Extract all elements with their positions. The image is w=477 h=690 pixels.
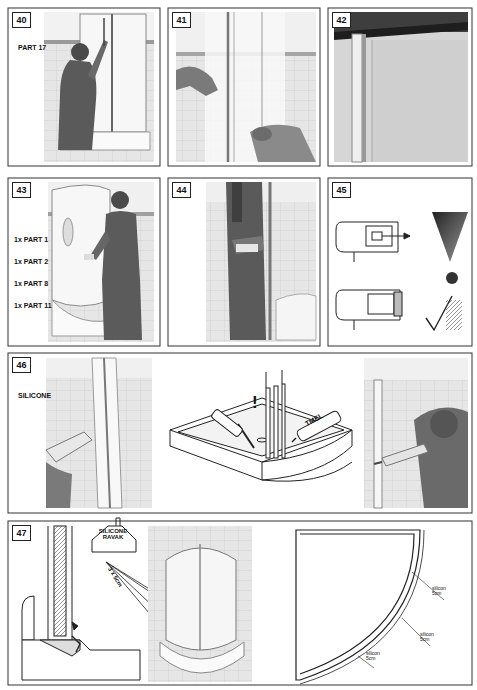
step-number-box: 45 [332, 182, 351, 198]
annotation-label: SILICONE RAVAK [90, 528, 136, 541]
photo-46-left [46, 358, 152, 508]
panel-frames [8, 8, 472, 685]
annotation-label: SILICONE [18, 392, 51, 399]
annotation-label: ! [252, 394, 258, 412]
profile-diagram-45 [336, 212, 468, 330]
tray-silicone-diagram [170, 370, 352, 481]
photo-47 [148, 526, 252, 682]
photo-46-right [364, 358, 468, 508]
step-number: 47 [16, 529, 26, 538]
step-number-box: 42 [332, 12, 351, 28]
photo-44 [206, 182, 316, 342]
step-number-box: 47 [12, 525, 31, 541]
annotation-label: 1x PART 2 [14, 258, 48, 265]
step-number-box: 40 [12, 12, 31, 28]
annotation-label: silicon 5cm [420, 632, 444, 643]
annotation-label: 1x PART 1 [14, 236, 48, 243]
photo-40 [44, 12, 154, 162]
step-number-box: 46 [12, 357, 31, 373]
annotation-label: PART 17 [18, 44, 46, 51]
annotation-label: 1x PART 8 [14, 280, 48, 287]
step-number: 44 [176, 186, 186, 195]
step-number-box: 43 [12, 182, 31, 198]
step-number-box: 41 [172, 12, 191, 28]
photo-43 [48, 182, 154, 342]
tray-plan-47 [296, 530, 444, 684]
step-number-box: 44 [172, 182, 191, 198]
step-number: 45 [336, 186, 346, 195]
annotation-label: silicon 5cm [366, 651, 390, 662]
step-number: 41 [176, 16, 186, 25]
photo-42 [334, 12, 468, 162]
annotation-label: silicon 5cm [432, 586, 456, 597]
step-number: 40 [16, 16, 26, 25]
annotation-label: 1x PART 11 [14, 302, 52, 309]
step-number: 46 [16, 361, 26, 370]
step-number: 42 [336, 16, 346, 25]
annotation-label: 3 x 5cm [107, 566, 124, 588]
step-number: 43 [16, 186, 26, 195]
photo-41 [176, 12, 316, 162]
